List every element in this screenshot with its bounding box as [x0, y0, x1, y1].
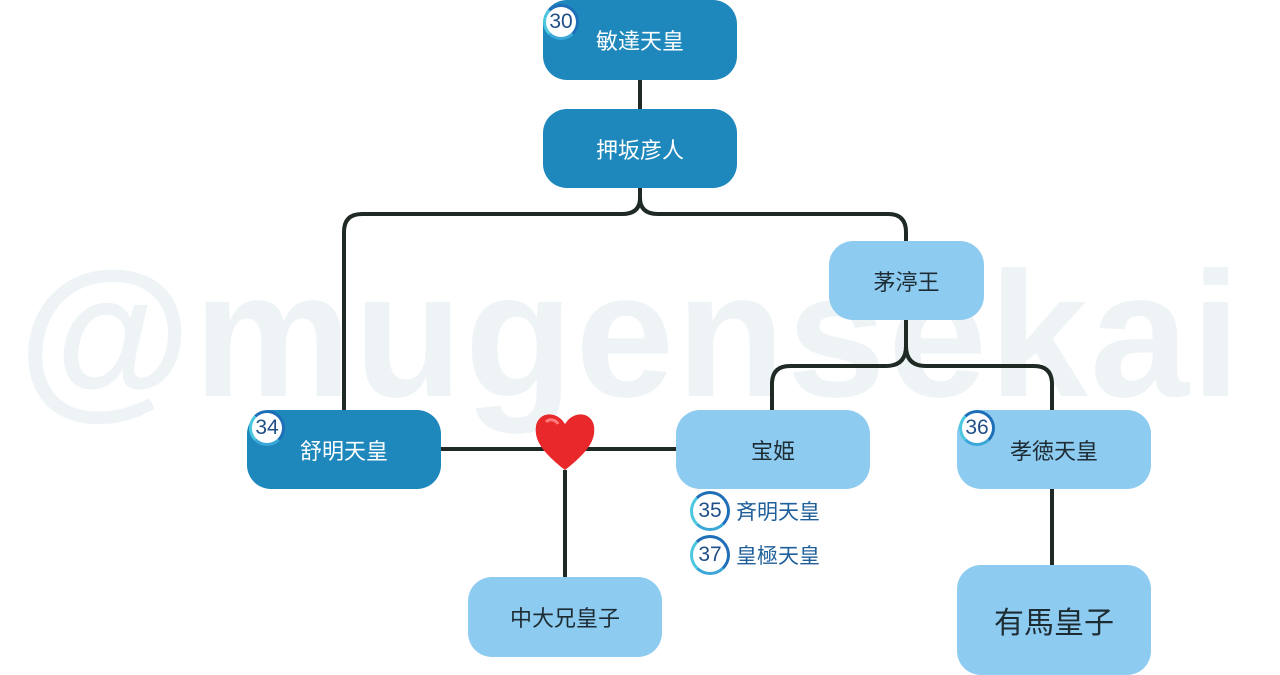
heart-icon	[535, 414, 595, 470]
line-oshisaka-chinu	[638, 188, 908, 241]
node-label: 有馬皇子	[994, 606, 1114, 641]
node-label: 舒明天皇	[299, 439, 388, 465]
title-label: 斉明天皇	[736, 500, 820, 524]
takara-title-kogyoku: 37 皇極天皇	[690, 535, 820, 575]
takara-title-saimei: 35 斉明天皇	[690, 491, 820, 531]
line-oshisaka-jomei	[342, 188, 642, 410]
node-oshisaka[interactable]: 押坂彦人	[543, 109, 737, 188]
reign-number-badge: 35	[690, 491, 730, 531]
node-label: 敏達天皇	[595, 30, 684, 55]
node-arima[interactable]: 有馬皇子	[957, 565, 1151, 675]
line-chinu-takara	[770, 320, 908, 410]
node-nakano[interactable]: 中大兄皇子	[468, 577, 662, 657]
node-label: 中大兄皇子	[509, 607, 620, 632]
node-chinu[interactable]: 茅渟王	[829, 241, 984, 320]
reign-number-badge: 36	[959, 410, 995, 446]
line-chinu-kotoku	[904, 320, 1054, 410]
node-takara[interactable]: 宝姫	[676, 410, 870, 489]
reign-number-badge: 37	[690, 535, 730, 575]
title-label: 皇極天皇	[736, 544, 820, 568]
reign-number-badge: 34	[249, 410, 285, 446]
watermark: @mugensekai	[18, 235, 1243, 434]
node-label: 宝姫	[750, 439, 795, 465]
node-jomei[interactable]: 舒明天皇	[247, 410, 441, 489]
node-label: 押坂彦人	[595, 138, 684, 164]
reign-number-badge: 30	[543, 4, 579, 40]
node-label: 茅渟王	[873, 270, 940, 296]
node-label: 孝徳天皇	[1009, 439, 1098, 465]
